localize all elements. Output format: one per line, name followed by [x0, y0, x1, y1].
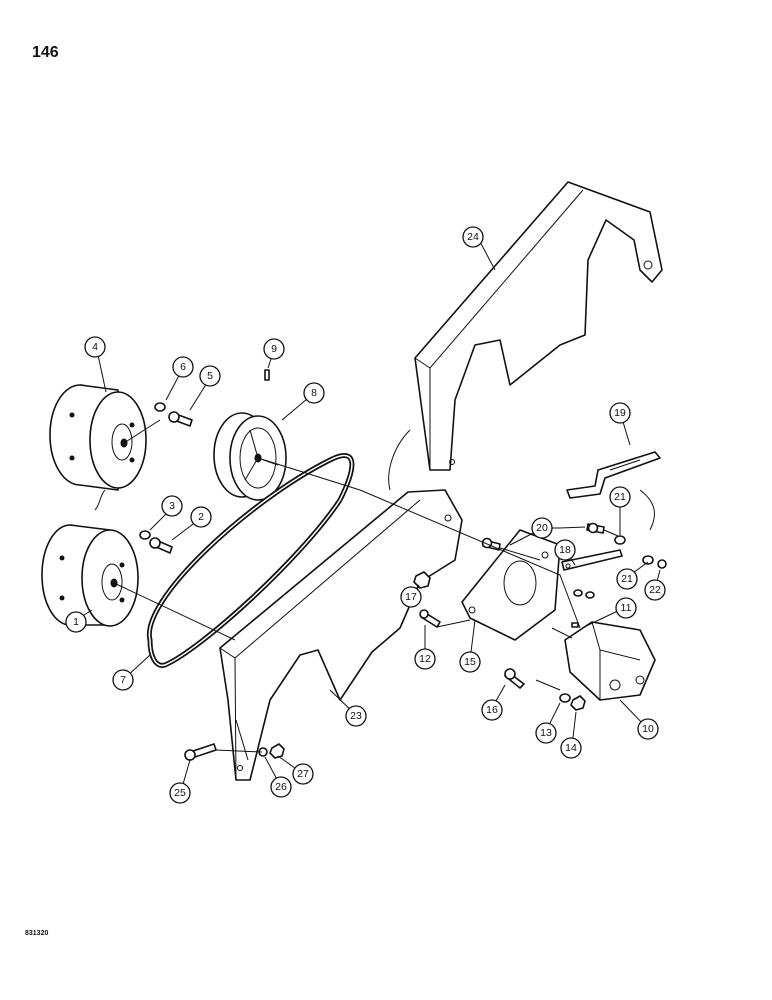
callout-21-lower: 21	[616, 568, 638, 590]
svg-text:4: 4	[92, 341, 98, 353]
callout-20: 20	[531, 517, 553, 539]
adjusting-strap-18	[561, 549, 623, 571]
callout-6: 6	[172, 356, 194, 378]
callout-27: 27	[292, 763, 314, 785]
callout-18: 18	[554, 539, 576, 561]
svg-text:9: 9	[271, 343, 277, 355]
callout-7: 7	[112, 669, 134, 691]
center-lines	[94, 419, 655, 753]
svg-text:8: 8	[311, 387, 317, 399]
svg-text:2: 2	[198, 511, 204, 523]
svg-text:14: 14	[565, 742, 577, 754]
svg-text:3: 3	[169, 500, 175, 512]
callout-15: 15	[459, 651, 481, 673]
svg-text:1: 1	[73, 616, 79, 628]
svg-text:6: 6	[180, 361, 186, 373]
callout-1: 1	[65, 611, 87, 633]
svg-text:18: 18	[559, 544, 571, 556]
svg-text:21: 21	[621, 573, 633, 585]
svg-text:24: 24	[467, 231, 479, 243]
callout-12: 12	[414, 648, 436, 670]
svg-text:21: 21	[614, 491, 626, 503]
callout-3: 3	[161, 495, 183, 517]
svg-text:17: 17	[405, 591, 417, 603]
callout-5: 5	[199, 365, 221, 387]
svg-text:25: 25	[174, 787, 186, 799]
pulley-1	[41, 524, 139, 627]
callout-10: 10	[637, 718, 659, 740]
svg-text:26: 26	[275, 781, 287, 793]
hardware	[139, 369, 667, 761]
callout-14: 14	[560, 737, 582, 759]
callout-22: 22	[644, 579, 666, 601]
bracket-19	[566, 451, 661, 499]
svg-text:20: 20	[536, 522, 548, 534]
svg-text:16: 16	[486, 704, 498, 716]
svg-text:27: 27	[297, 768, 309, 780]
callout-21-upper: 21	[609, 486, 631, 508]
callout-9: 9	[263, 338, 285, 360]
callout-19: 19	[609, 402, 631, 424]
svg-text:23: 23	[350, 710, 362, 722]
svg-text:10: 10	[642, 723, 654, 735]
callout-2: 2	[190, 506, 212, 528]
upper-belt-guard	[414, 181, 663, 471]
drawing-code: 831320	[25, 930, 49, 937]
svg-text:7: 7	[120, 674, 126, 686]
mounting-bracket	[461, 529, 561, 641]
svg-text:19: 19	[614, 407, 626, 419]
pulley-8	[213, 412, 287, 501]
svg-text:15: 15	[464, 656, 476, 668]
callout-16: 16	[481, 699, 503, 721]
callout-25: 25	[169, 782, 191, 804]
callout-8: 8	[303, 382, 325, 404]
callout-26: 26	[270, 776, 292, 798]
hydraulic-pump	[551, 621, 656, 701]
page-number: 146	[32, 44, 59, 61]
svg-text:11: 11	[621, 602, 632, 614]
callout-4: 4	[84, 336, 106, 358]
callout-11: 11	[615, 597, 637, 619]
callout-24: 24	[462, 226, 484, 248]
svg-text:13: 13	[540, 727, 552, 739]
callout-13: 13	[535, 722, 557, 744]
lower-belt-guard	[219, 489, 463, 781]
svg-text:5: 5	[207, 370, 213, 382]
pulley-4	[49, 384, 147, 491]
callout-17: 17	[400, 586, 422, 608]
v-belt	[146, 453, 355, 668]
svg-text:12: 12	[419, 653, 431, 665]
callout-23: 23	[345, 705, 367, 727]
svg-text:22: 22	[649, 584, 661, 596]
